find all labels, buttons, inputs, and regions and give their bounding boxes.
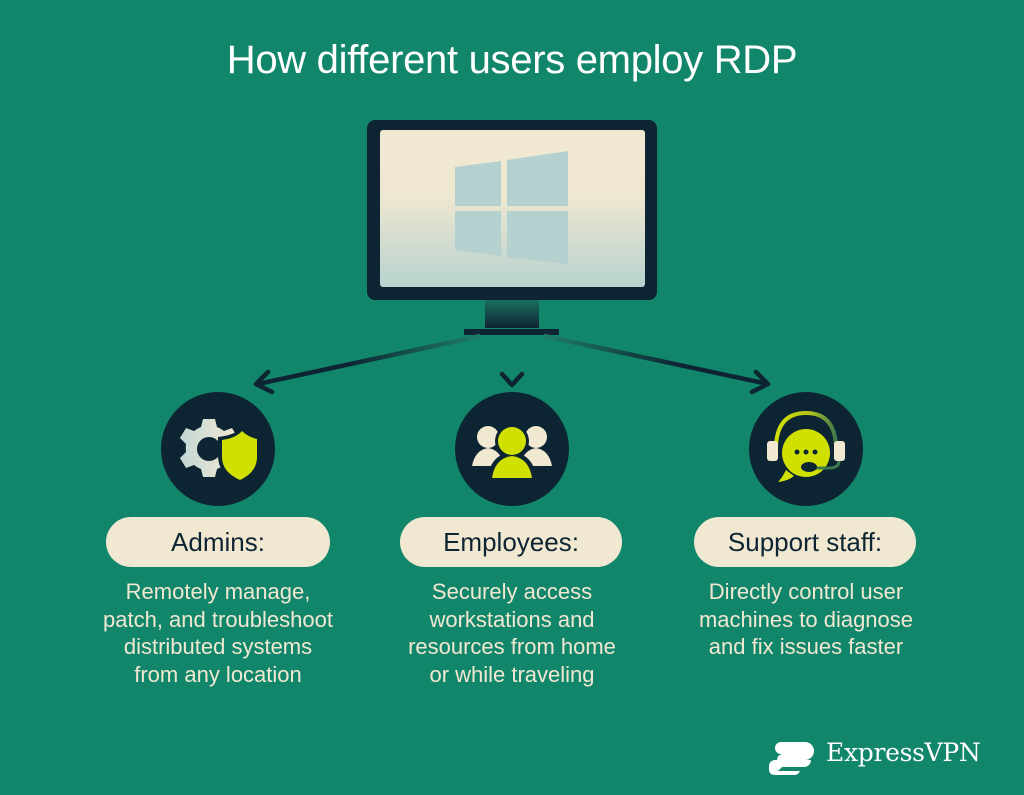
users-group-icon (455, 392, 569, 506)
admins-label-pill: Admins: (106, 517, 330, 567)
description-line: Remotely manage, (125, 579, 311, 604)
brand-name: ExpressVPN (826, 738, 981, 767)
admins-description: Remotely manage, patch, and troubleshoot… (78, 578, 358, 688)
description-line: workstations and (429, 606, 595, 632)
description-line: or while traveling (429, 661, 595, 687)
description-line: patch, and troubleshoot (103, 606, 333, 632)
employees-label-pill: Employees: (400, 517, 622, 567)
expressvpn-logo-icon (769, 742, 814, 776)
description-line: machines to diagnose (698, 606, 914, 632)
employees-description: Securely access workstations and resourc… (372, 578, 652, 688)
gear-shield-icon (161, 392, 275, 506)
windows-monitor-icon (367, 120, 657, 335)
employees-label: Employees: (443, 526, 579, 557)
headset-chat-icon (749, 392, 863, 506)
description-line: Securely access (431, 579, 593, 604)
page-title: How different users employ RDP (226, 38, 798, 82)
support-staff-label-pill: Support staff: (694, 517, 916, 567)
description-line: resources from home (408, 634, 616, 659)
support-staff-description: Directly control user machines to diagno… (666, 578, 946, 661)
brand-logo: ExpressVPN (826, 738, 981, 767)
support-staff-label: Support staff: (727, 526, 883, 557)
description-line: distributed systems (123, 634, 313, 659)
description-line: and fix issues faster (708, 634, 904, 659)
arrows (253, 333, 771, 395)
description-line: from any location (134, 661, 302, 687)
admins-label: Admins: (171, 526, 265, 557)
description-line: Directly control user (708, 579, 904, 604)
